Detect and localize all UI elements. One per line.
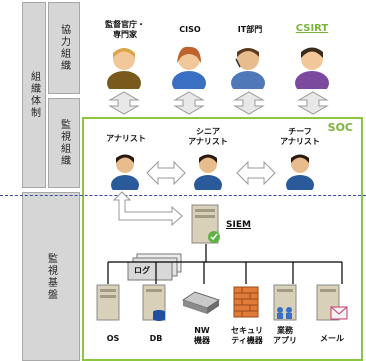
- security-device-icon: [233, 286, 259, 318]
- regulator-person-icon: [107, 48, 141, 89]
- soc-frame: SOC: [82, 117, 363, 361]
- updown-arrow-icon: [233, 91, 265, 115]
- db-server-icon: [142, 284, 166, 321]
- nw-device-icon: [181, 291, 221, 314]
- senior-analyst-label: シニア アナリスト: [188, 127, 228, 146]
- mail-server-icon: [316, 284, 348, 321]
- analyst-label: アナリスト: [106, 134, 146, 143]
- nw-label: NW 機器: [194, 326, 210, 345]
- db-label: DB: [149, 334, 163, 343]
- business-app-label: 業務 アプリ: [273, 326, 297, 345]
- security-label: セキュリ ティ機器: [231, 326, 263, 345]
- chief-analyst-label: チーフ アナリスト: [280, 127, 320, 146]
- os-server-icon: [96, 284, 120, 321]
- regulator-label: 監督官庁・ 専門家: [105, 20, 145, 39]
- senior-analyst-person-icon: [194, 154, 222, 190]
- chief-analyst-person-icon: [286, 154, 314, 190]
- connection-lines: [107, 244, 343, 284]
- leftright-arrow-icon: [146, 160, 186, 186]
- updown-arrow-icon: [297, 91, 329, 115]
- mail-label: メール: [320, 334, 344, 343]
- soc-label: SOC: [327, 121, 353, 134]
- csirt-person-icon: [295, 47, 329, 89]
- cooperation-org-label: 協力組織: [48, 2, 80, 94]
- it-dept-label: IT部門: [237, 25, 263, 34]
- log-label: ログ: [134, 266, 150, 275]
- separator-line: [0, 195, 366, 196]
- csirt-label: CSIRT: [295, 23, 329, 34]
- siem-server-icon: [191, 204, 220, 244]
- it-dept-person-icon: [231, 48, 265, 89]
- business-app-server-icon: [273, 284, 297, 321]
- siem-label: SIEM: [226, 220, 251, 230]
- analyst-siem-arrow-icon: [112, 191, 183, 227]
- updown-arrow-icon: [173, 91, 205, 115]
- ciso-person-icon: [172, 46, 206, 89]
- updown-arrow-icon: [108, 91, 140, 115]
- os-label: OS: [106, 334, 120, 343]
- leftright-arrow-icon: [236, 160, 276, 186]
- ciso-label: CISO: [179, 25, 201, 34]
- monitoring-org-label: 監視組織: [48, 98, 80, 188]
- org-system-label: 組織体制: [22, 2, 46, 188]
- monitoring-base-label: 監視基盤: [22, 192, 80, 361]
- analyst-person-icon: [111, 154, 139, 190]
